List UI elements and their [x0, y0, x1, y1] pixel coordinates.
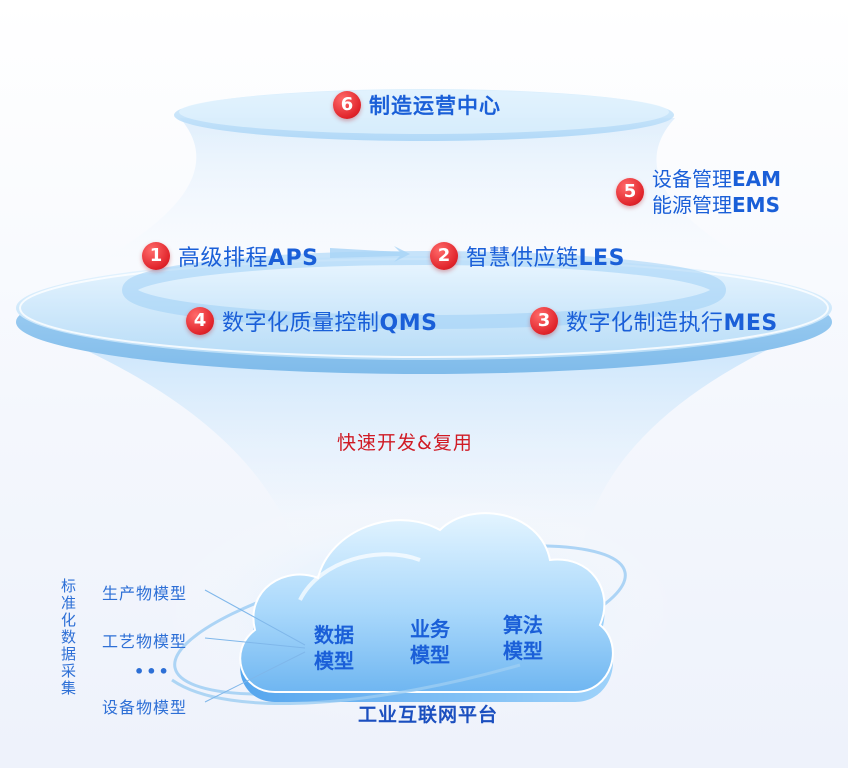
- top-module-label: 制造运营中心: [369, 94, 501, 118]
- module-mes-label: 数字化制造执行MES: [566, 311, 778, 336]
- platform-label: 工业互联网平台: [358, 704, 499, 726]
- vertical-label: 标准化数据采集: [59, 578, 77, 697]
- number-badge-6: 6: [333, 91, 361, 119]
- source-model-ellipsis: •••: [134, 662, 171, 681]
- cloud-model-data: 数据模型: [314, 623, 354, 673]
- number-badge-4: 4: [186, 307, 214, 335]
- module-qms-label: 数字化质量控制QMS: [222, 311, 438, 336]
- eam-line: 设备管理EAM: [652, 167, 782, 191]
- side-module-eam-ems: 5 设备管理EAM 能源管理EMS: [616, 166, 781, 218]
- top-module: 6 制造运营中心: [333, 90, 501, 120]
- fast-dev-label: 快速开发&复用: [337, 432, 473, 454]
- number-badge-1: 1: [142, 242, 170, 270]
- cloud-model-business: 业务模型: [410, 617, 450, 667]
- module-aps: 1 高级排程APS: [142, 240, 319, 272]
- number-badge-3: 3: [530, 307, 558, 335]
- module-aps-label: 高级排程APS: [178, 246, 319, 271]
- module-qms: 4 数字化质量控制QMS: [186, 305, 437, 337]
- number-badge-2: 2: [430, 242, 458, 270]
- source-model-production: 生产物模型: [102, 584, 188, 603]
- module-mes: 3 数字化制造执行MES: [530, 305, 778, 337]
- ems-line: 能源管理EMS: [652, 193, 780, 217]
- source-model-equipment: 设备物模型: [102, 698, 188, 717]
- number-badge-5: 5: [616, 178, 644, 206]
- source-model-process: 工艺物模型: [102, 632, 188, 651]
- module-les: 2 智慧供应链LES: [430, 240, 625, 272]
- cloud-model-algorithm: 算法模型: [503, 613, 543, 663]
- module-les-label: 智慧供应链LES: [466, 246, 625, 271]
